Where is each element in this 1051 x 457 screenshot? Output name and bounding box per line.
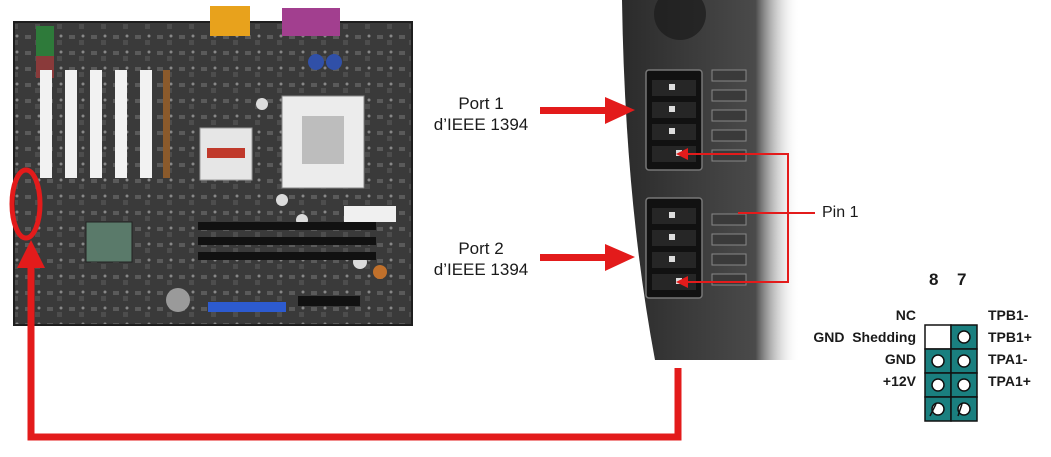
port2-line2: d’IEEE 1394 — [433, 260, 529, 279]
signal-nc: NC — [895, 307, 916, 323]
parallel-port-icon — [282, 8, 340, 36]
pin-header — [924, 324, 978, 422]
signal-tpa1-plus: TPA1+ — [988, 373, 1031, 389]
pci-slot — [140, 70, 152, 178]
signal-tpb1-plus: TPB1+ — [988, 329, 1032, 345]
pin1-bracket — [683, 153, 815, 283]
signal-gnd-shedding: GND Shedding — [813, 329, 916, 345]
pin1-label: Pin 1 — [822, 204, 859, 221]
port1-arrow — [540, 97, 635, 124]
pin1-arrowhead — [676, 148, 688, 160]
motherboard-photo — [9, 6, 413, 326]
signal-tpb1-minus: TPB1- — [988, 307, 1029, 323]
serial-port-icon — [210, 6, 250, 36]
pci-slot — [90, 70, 102, 178]
pin1-arrowhead — [676, 276, 688, 288]
port2-arrow — [540, 244, 635, 271]
header-col-right: 7 — [957, 270, 967, 289]
port2-line1: Port 2 — [458, 239, 504, 258]
link-arrow — [17, 240, 682, 441]
pci-slot — [65, 70, 77, 178]
port1-line1: Port 1 — [458, 94, 504, 113]
signal-12v: +12V — [882, 373, 916, 389]
pci-slot — [40, 70, 52, 178]
header-col-left: 8 — [929, 270, 939, 289]
port1-label: Port 1 d’IEEE 1394 — [411, 93, 551, 135]
connector-closeup — [622, 0, 800, 360]
port1-line2: d’IEEE 1394 — [433, 115, 529, 134]
signal-gnd: GND — [884, 351, 916, 367]
highlight-ellipse — [9, 167, 43, 241]
signal-tpa1-minus: TPA1- — [988, 351, 1028, 367]
port2-label: Port 2 d’IEEE 1394 — [411, 238, 551, 280]
pci-slot — [115, 70, 127, 178]
